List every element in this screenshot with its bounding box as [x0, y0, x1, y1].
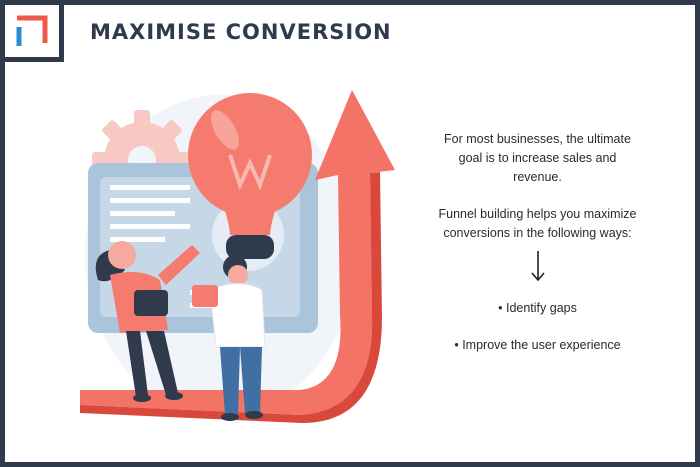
bullet-improve-ux: • Improve the user experience — [454, 338, 621, 352]
frame-left-border — [0, 62, 5, 467]
bullet-identify-gaps: • Identify gaps — [498, 301, 577, 315]
corner-bracket-logo-icon — [16, 15, 48, 46]
growth-arrow-icon — [80, 90, 395, 423]
arrow-down-icon — [530, 251, 545, 282]
man-figure — [192, 255, 266, 421]
funnel-text: Funnel building helps you maximize conve… — [438, 207, 637, 240]
lightbulb-icon — [188, 93, 312, 259]
info-panel: For most businesses, the ultimate goal i… — [435, 130, 640, 355]
page-title: MAXIMISE CONVERSION — [90, 20, 392, 44]
illustration — [80, 90, 395, 423]
woman-figure — [95, 241, 200, 402]
intro-text: For most businesses, the ultimate goal i… — [444, 132, 631, 184]
logo — [0, 0, 64, 62]
